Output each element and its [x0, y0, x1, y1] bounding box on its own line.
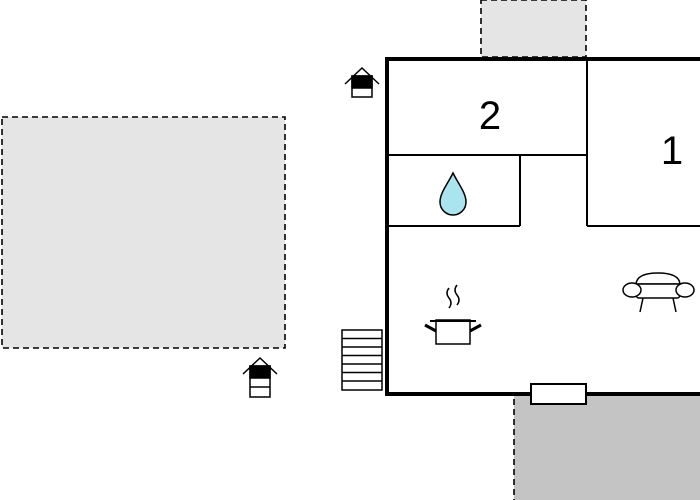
terrace-area-bottom	[513, 394, 700, 500]
cooking-pot-icon	[424, 284, 482, 345]
interior-walls	[387, 59, 700, 227]
room-label-1: 1	[661, 129, 683, 173]
window	[530, 383, 587, 405]
water-drop-icon	[439, 171, 467, 216]
outdoor-area-left	[1, 116, 286, 349]
window-arrow-icon	[344, 66, 380, 98]
outdoor-area-top	[480, 0, 587, 58]
stairs-icon	[341, 329, 383, 391]
window-arrow-icon	[242, 356, 278, 398]
sofa-icon	[622, 272, 695, 313]
room-label-2: 2	[479, 94, 501, 138]
